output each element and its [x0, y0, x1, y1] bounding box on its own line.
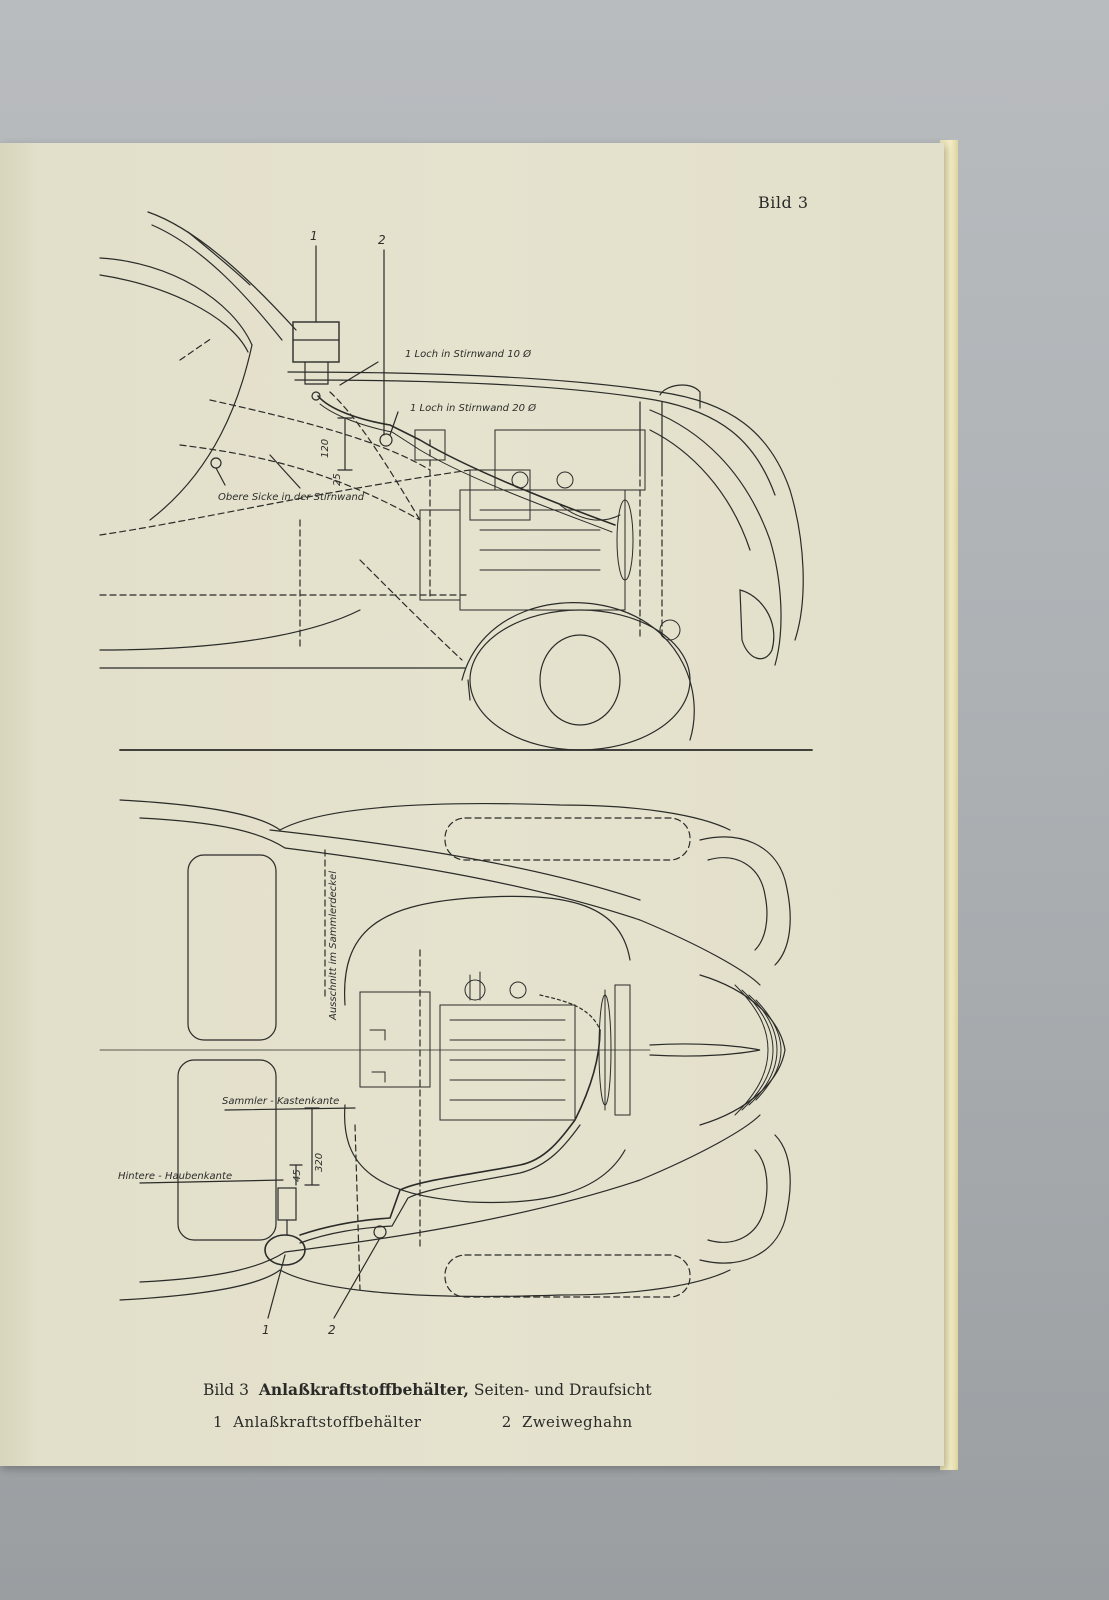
label-hole-10: 1 Loch in Stirnwand 10 Ø	[405, 348, 532, 360]
figure-caption: Bild 3 Anlaßkraftstoffbehälter, Seiten- …	[203, 1380, 652, 1399]
top-view-outline	[99, 799, 791, 1319]
caption-title: Anlaßkraftstoffbehälter,	[258, 1380, 469, 1399]
caption-prefix: Bild 3	[203, 1381, 250, 1399]
caption-rest: Seiten- und Draufsicht	[473, 1381, 652, 1399]
plate-label: Bild 3	[758, 193, 809, 212]
top-callout-2: 2	[328, 1323, 336, 1337]
label-hole-20: 1 Loch in Stirnwand 20 Ø	[410, 402, 537, 414]
label-cutout: Ausschnitt im Sammlerdeckel	[328, 871, 339, 1021]
dim-120: 120	[320, 439, 331, 458]
label-hood-edge: Hintere - Haubenkante	[118, 1171, 232, 1182]
top-callout-1: 1	[262, 1323, 270, 1337]
dim-25: 25	[332, 473, 343, 486]
dim-320: 320	[314, 1153, 325, 1172]
legend-text-2: Zweiweghahn	[522, 1413, 633, 1431]
side-callout-1: 1	[310, 229, 318, 243]
side-view-outline	[99, 211, 813, 751]
label-bead: Obere Sicke in der Stirnwand	[218, 492, 365, 503]
legend-num-2: 2	[501, 1413, 512, 1431]
side-callout-2: 2	[378, 233, 386, 247]
legend-text-1: Anlaßkraftstoffbehälter	[233, 1413, 422, 1431]
label-collector-edge: Sammler - Kastenkante	[222, 1096, 339, 1107]
legend-num-1: 1	[213, 1413, 223, 1431]
book-page	[0, 143, 944, 1466]
dim-45: 45	[292, 1169, 303, 1182]
figure-legend: 1 Anlaßkraftstoffbehälter 2 Zweiweghahn	[213, 1413, 633, 1431]
